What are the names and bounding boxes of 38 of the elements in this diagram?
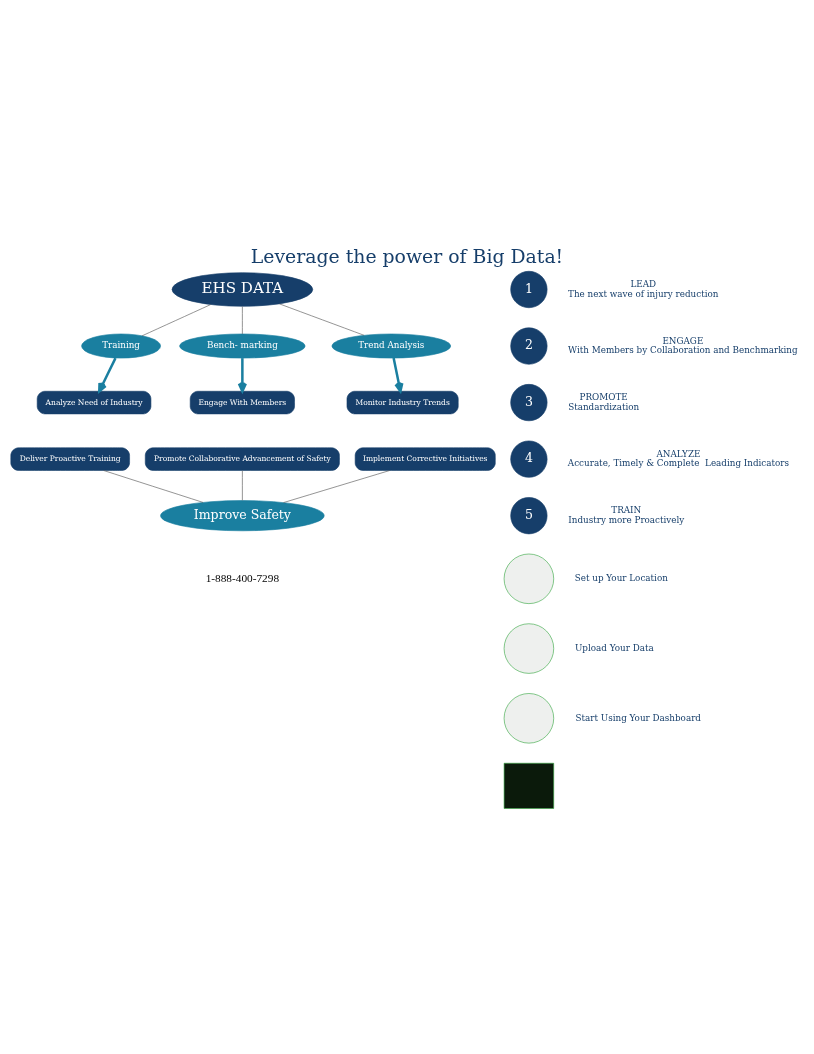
node-ellipse: Training — [81, 333, 161, 359]
connector — [242, 470, 243, 501]
node-circle — [503, 553, 555, 604]
node-label: Start Using Your Dashboard — [575, 712, 701, 723]
node-ellipse: Improve Safety — [160, 500, 325, 532]
diagram-title: Leverage the power of Big Data! — [250, 246, 564, 268]
node-label: Accurate, Timely & Complete Leading Indicators — [567, 458, 790, 469]
node-label: Upload Your Data — [574, 642, 654, 653]
arrow — [392, 357, 404, 393]
connector — [279, 303, 365, 336]
node-label: With Members by Collaboration and Benchmarking — [568, 345, 798, 356]
node-label: TRAIN — [611, 505, 642, 516]
node-circle: 1 — [510, 270, 548, 308]
connector — [283, 470, 391, 503]
node-label: ANALYZE — [656, 448, 701, 459]
node-box — [503, 762, 555, 809]
arrow — [98, 357, 117, 393]
node-circle: 3 — [510, 384, 548, 422]
node-ellipse: Bench- marking — [179, 333, 306, 359]
node-circle: 4 — [510, 440, 548, 478]
node-circle — [503, 693, 555, 744]
connector — [141, 304, 211, 337]
node-label: The next wave of injury reduction — [568, 288, 719, 299]
connector — [242, 306, 243, 335]
node-label: LEAD — [630, 279, 657, 290]
connector — [103, 470, 204, 503]
node-circle: 5 — [510, 497, 548, 535]
node-circle — [503, 623, 555, 674]
label: 1-888-400-7298 — [205, 571, 280, 584]
node-label: Industry more Proactively — [568, 514, 685, 525]
node-ellipse: Trend Analysis — [331, 333, 451, 359]
node-ellipse: EHS DATA — [171, 272, 314, 307]
node-label: Standardization — [568, 401, 640, 412]
node-label: ENGAGE — [662, 335, 704, 346]
node-label: Set up Your Location — [574, 573, 668, 584]
node-label: PROMOTE — [579, 392, 628, 403]
node-circle: 2 — [510, 327, 548, 365]
arrow — [237, 358, 247, 393]
